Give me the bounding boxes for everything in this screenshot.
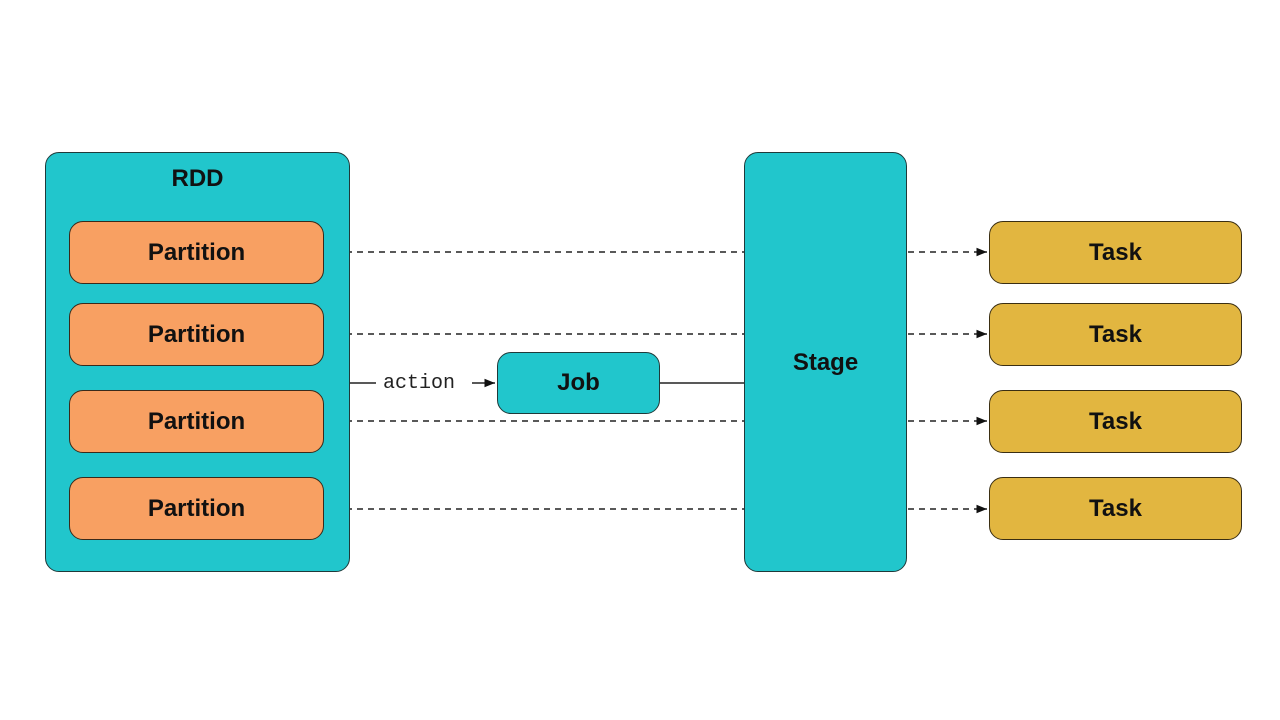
- partition-label: Partition: [147, 238, 246, 266]
- job-label: Job: [557, 369, 600, 396]
- partition-box-1[interactable]: Partition: [69, 221, 324, 284]
- partition-box-3[interactable]: Partition: [69, 390, 324, 453]
- task-label: Task: [1089, 407, 1142, 435]
- action-label: action: [383, 372, 456, 395]
- partition-label: Partition: [147, 320, 246, 348]
- partition-box-4[interactable]: Partition: [69, 477, 324, 540]
- task-box-1[interactable]: Task: [989, 221, 1242, 284]
- stage-label: Stage: [792, 349, 859, 376]
- task-label: Task: [1089, 320, 1142, 348]
- rdd-title: RDD: [171, 165, 224, 192]
- task-box-2[interactable]: Task: [989, 303, 1242, 366]
- partition-box-2[interactable]: Partition: [69, 303, 324, 366]
- partition-label: Partition: [147, 494, 246, 522]
- stage-box[interactable]: Stage: [744, 152, 907, 572]
- task-label: Task: [1089, 238, 1142, 266]
- job-box[interactable]: Job: [497, 352, 660, 414]
- partition-label: Partition: [147, 407, 246, 435]
- task-box-4[interactable]: Task: [989, 477, 1242, 540]
- task-label: Task: [1089, 494, 1142, 522]
- task-box-3[interactable]: Task: [989, 390, 1242, 453]
